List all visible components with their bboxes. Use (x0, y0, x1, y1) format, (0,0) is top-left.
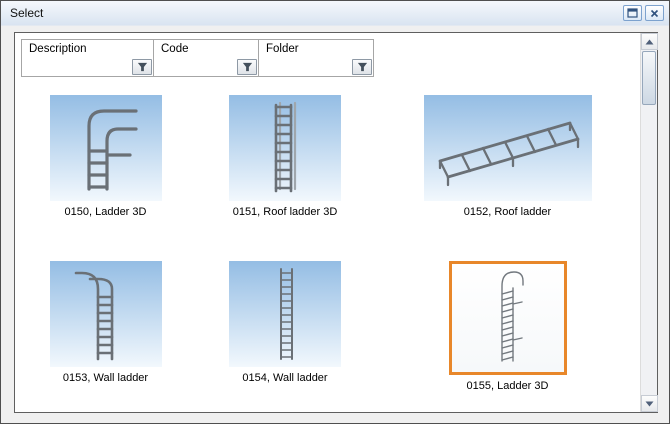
titlebar[interactable]: Select (1, 1, 669, 26)
thumbnail[interactable] (229, 260, 341, 367)
ladder-3d-icon (86, 109, 138, 191)
arrow-down-icon (645, 401, 654, 406)
list-item[interactable]: 0155, Ladder 3D (374, 260, 641, 413)
titlebar-buttons (623, 5, 669, 21)
roof-ladder-icon (438, 121, 579, 187)
column-label: Description (29, 43, 87, 55)
thumbnail[interactable] (49, 260, 162, 367)
arrow-up-icon (645, 39, 654, 44)
funnel-icon (357, 62, 367, 72)
column-header-code[interactable]: Code (153, 39, 259, 77)
thumbnail[interactable] (423, 95, 592, 201)
item-caption: 0155, Ladder 3D (466, 379, 549, 392)
content-panel: Description Code Folder (14, 32, 658, 413)
close-button[interactable] (645, 5, 664, 21)
roof-ladder-3d-icon (274, 101, 297, 193)
filter-button-description[interactable] (132, 59, 152, 75)
thumbnail[interactable] (229, 95, 341, 201)
scroll-down-button[interactable] (641, 395, 658, 412)
column-header-folder[interactable]: Folder (258, 39, 374, 77)
wall-ladder-icon (280, 267, 293, 360)
funnel-icon (242, 62, 252, 72)
ladder-3d-icon (500, 270, 524, 362)
list-item[interactable]: 0150, Ladder 3D (15, 95, 196, 239)
item-caption: 0153, Wall ladder (62, 371, 149, 384)
list-item[interactable]: 0152, Roof ladder (374, 95, 641, 239)
funnel-icon (137, 62, 147, 72)
filter-button-code[interactable] (237, 59, 257, 75)
close-icon (650, 9, 659, 17)
item-caption: 0154, Wall ladder (242, 371, 328, 384)
scrollbar-thumb[interactable] (642, 51, 656, 105)
wall-ladder-icon (74, 271, 113, 360)
window-title: Select (10, 6, 44, 20)
thumbnail-grid: 0150, Ladder 3D (15, 79, 641, 412)
item-caption: 0152, Roof ladder (463, 206, 552, 218)
dock-button[interactable] (623, 5, 642, 21)
vertical-scrollbar[interactable] (640, 33, 658, 412)
list-item[interactable]: 0154, Wall ladder (196, 260, 374, 413)
column-header-description[interactable]: Description (21, 39, 154, 77)
column-label: Folder (266, 43, 299, 55)
filter-button-folder[interactable] (352, 59, 372, 75)
list-item[interactable]: 0153, Wall ladder (15, 260, 196, 413)
list-item[interactable]: 0151, Roof ladder 3D (196, 95, 374, 239)
item-caption: 0151, Roof ladder 3D (232, 206, 338, 218)
thumbnail-selected[interactable] (448, 260, 567, 375)
dock-window-icon (627, 8, 638, 18)
column-headers: Description Code Folder (15, 33, 657, 77)
item-caption: 0150, Ladder 3D (64, 206, 147, 218)
thumbnail[interactable] (49, 95, 162, 201)
column-label: Code (161, 43, 189, 55)
scroll-up-button[interactable] (641, 33, 658, 50)
